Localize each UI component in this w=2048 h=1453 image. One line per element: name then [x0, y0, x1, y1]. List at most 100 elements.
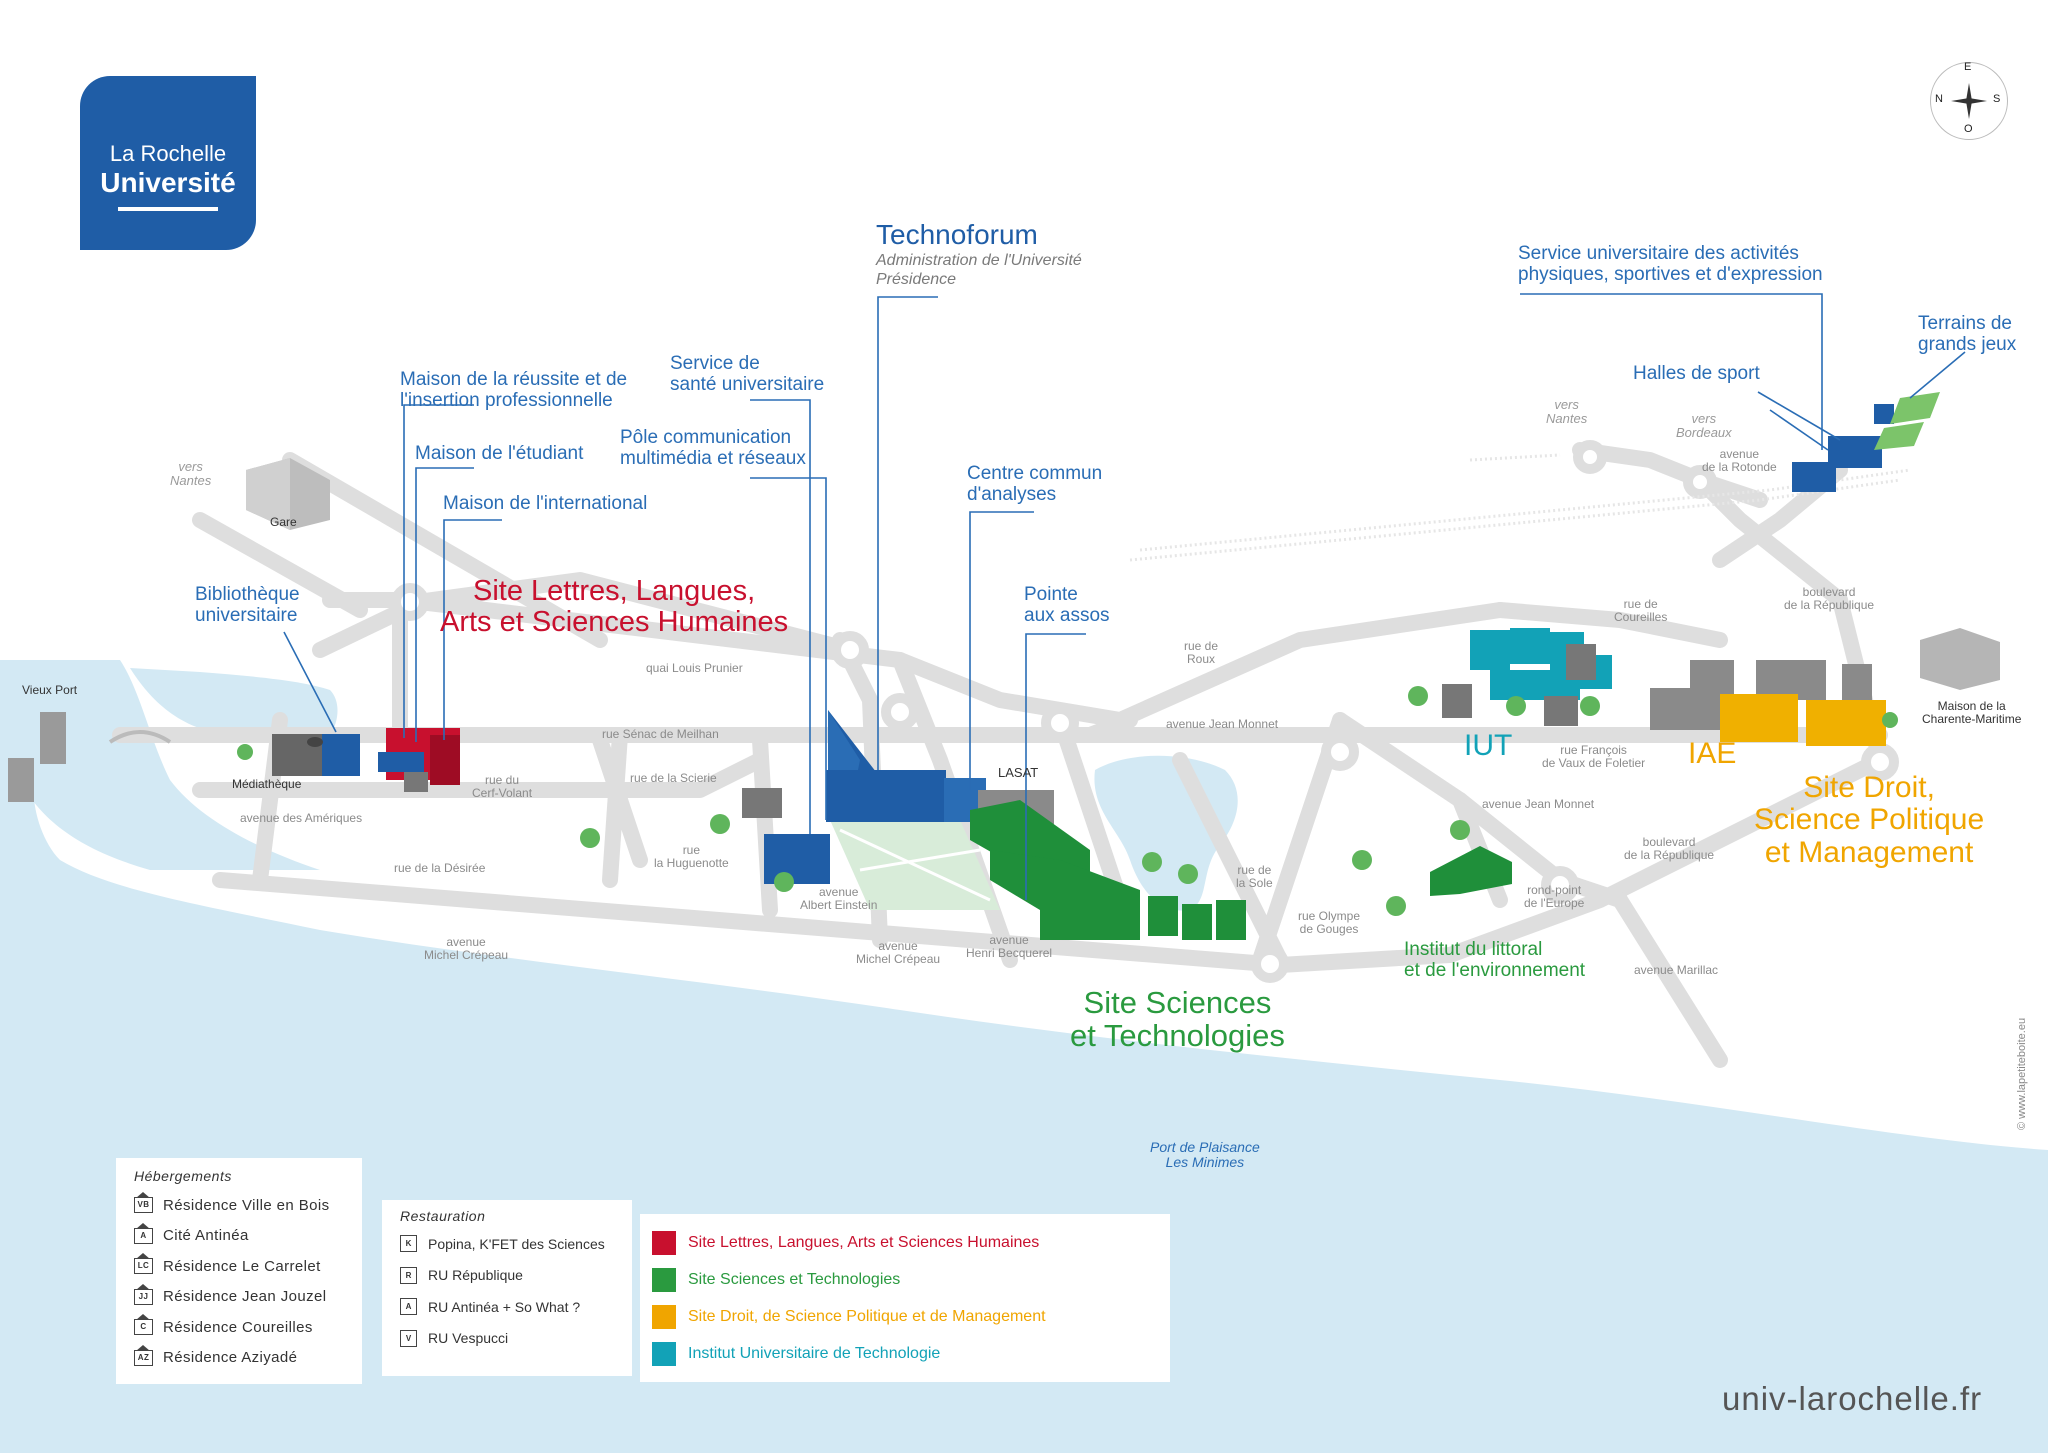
credit-text: © www.lapetiteboite.eu — [2016, 1017, 2028, 1130]
street-coureilles: rue de Coureilles — [1614, 597, 1668, 624]
label-lasat: LASAT — [998, 765, 1039, 780]
label-bibliotheque[interactable]: Bibliothèque universitaire — [195, 584, 300, 626]
website-url[interactable]: univ-larochelle.fr — [1722, 1380, 1983, 1417]
compass-south: S — [1993, 93, 2001, 105]
street-europe: rond-point de l'Europe — [1524, 883, 1585, 910]
legend-swatch — [652, 1341, 676, 1366]
fork-knife-icon: V — [400, 1329, 417, 1347]
compass-west: O — [1964, 123, 1973, 135]
label-pointe-assos[interactable]: Pointe aux assos — [1024, 584, 1110, 626]
label-charente: Maison de la Charente-Maritime — [1922, 699, 2022, 726]
legend-item-droit[interactable]: Site Droit, de Science Politique et de M… — [652, 1298, 1170, 1335]
legend-label: Institut Universitaire de Technologie — [688, 1344, 941, 1362]
restauration-item[interactable]: A RU Antinéa + So What ? — [400, 1291, 632, 1323]
legend-swatch — [652, 1267, 676, 1292]
street-crepeau-1: avenue Michel Crépeau — [424, 935, 509, 962]
hebergement-label: Résidence Coureilles — [163, 1318, 313, 1336]
park-paths — [839, 828, 991, 902]
vieux-port-towers — [8, 712, 172, 802]
legend-swatch — [652, 1230, 676, 1255]
label-centre-analyses[interactable]: Centre commun d'analyses — [967, 463, 1103, 505]
legend-item-iut[interactable]: Institut Universitaire de Technologie — [652, 1335, 1170, 1372]
street-republique-2: boulevard de la République — [1784, 585, 1875, 612]
direction-bordeaux: vers Bordeaux — [1676, 411, 1732, 441]
label-terrains[interactable]: Terrains de grands jeux — [1918, 313, 2017, 355]
label-maison-reussite[interactable]: Maison de la réussite et de l'insertion … — [400, 369, 628, 411]
gare-building — [246, 458, 330, 530]
label-institut-littoral[interactable]: Institut du littoral et de l'environneme… — [1404, 939, 1586, 981]
hebergement-item[interactable]: VB Résidence Ville en Bois — [134, 1190, 362, 1221]
label-maison-etudiant[interactable]: Maison de l'étudiant — [415, 443, 584, 464]
site-droit-title[interactable]: Site Droit, Science Politique et Managem… — [1754, 771, 1984, 869]
street-huguenotte: rue la Huguenotte — [654, 843, 729, 870]
harbour-water — [0, 660, 320, 870]
legend-swatch — [652, 1304, 676, 1329]
fork-knife-icon: A — [400, 1298, 417, 1316]
hebergement-item[interactable]: C Résidence Coureilles — [134, 1312, 362, 1343]
label-vieux-port: Vieux Port — [22, 683, 78, 697]
logo-line-1: La Rochelle — [109, 141, 227, 166]
sport-fields — [1874, 392, 1940, 450]
antinea-building — [1442, 684, 1472, 718]
logo-line-2: Université — [100, 167, 236, 198]
iut-title[interactable]: IUT — [1464, 729, 1513, 762]
street-marillac: avenue Marillac — [1634, 963, 1719, 977]
legend-label: Site Lettres, Langues, Arts et Sciences … — [688, 1233, 1040, 1251]
hebergement-label: Résidence Ville en Bois — [163, 1196, 330, 1214]
hebergement-label: Résidence Le Carrelet — [163, 1257, 321, 1275]
hebergement-label: Cité Antinéa — [163, 1227, 249, 1245]
label-suapse[interactable]: Service universitaire des activités phys… — [1518, 243, 1823, 285]
site-lettres-title[interactable]: Site Lettres, Langues, Arts et Sciences … — [440, 575, 788, 639]
university-logo[interactable]: La Rochelle Université — [80, 76, 256, 250]
legend-label: Site Sciences et Technologies — [688, 1270, 901, 1288]
restauration-item[interactable]: R RU République — [400, 1260, 632, 1292]
street-roux: rue de Roux — [1184, 639, 1219, 666]
label-halles-sport[interactable]: Halles de sport — [1633, 363, 1760, 384]
technoforum-sub2: Présidence — [876, 271, 957, 288]
house-icon: JJ — [134, 1283, 153, 1305]
house-icon: LC — [134, 1253, 153, 1275]
site-sciences-title[interactable]: Site Sciences et Technologies — [1070, 986, 1285, 1053]
vieux-port-water — [130, 668, 338, 735]
fork-knife-icon: R — [400, 1266, 417, 1284]
iae-title[interactable]: IAE — [1688, 737, 1737, 770]
charente-building — [1920, 628, 2000, 690]
label-service-sante[interactable]: Service de santé universitaire — [670, 353, 825, 395]
street-republique-1: boulevard de la République — [1624, 835, 1715, 862]
compass-rose-icon — [1951, 83, 1987, 119]
restauration-item[interactable]: K Popina, K'FET des Sciences — [400, 1228, 632, 1260]
logo-underline — [118, 207, 218, 211]
street-cerf-volant: rue du Cerf-Volant — [472, 773, 533, 800]
street-foletier: rue François de Vaux de Foletier — [1542, 743, 1646, 770]
technoforum-building — [764, 710, 986, 884]
hebergement-item[interactable]: LC Résidence Le Carrelet — [134, 1251, 362, 1282]
house-icon: VB — [134, 1192, 153, 1214]
hebergement-label: Résidence Aziyadé — [163, 1349, 298, 1367]
restauration-title: Restauration — [400, 1208, 486, 1224]
sport-buildings — [1792, 404, 1894, 492]
roundabouts — [391, 440, 1899, 983]
legend-item-sciences[interactable]: Site Sciences et Technologies — [652, 1261, 1170, 1298]
label-pole-communication[interactable]: Pôle communication multimédia et réseaux — [620, 427, 806, 469]
sites-legend: Site Lettres, Langues, Arts et Sciences … — [640, 1214, 1170, 1382]
trees — [237, 686, 1898, 916]
house-icon: C — [134, 1314, 153, 1336]
restauration-label: RU Antinéa + So What ? — [428, 1298, 581, 1315]
label-maison-international[interactable]: Maison de l'international — [443, 493, 648, 514]
legend-item-lettres[interactable]: Site Lettres, Langues, Arts et Sciences … — [652, 1224, 1170, 1261]
restauration-label: RU République — [428, 1267, 523, 1284]
label-gare: Gare — [270, 515, 297, 529]
street-einstein: avenue Albert Einstein — [800, 885, 878, 912]
littoral-building — [1430, 846, 1512, 896]
street-ameriques: avenue des Amériques — [240, 811, 363, 825]
technoforum-title[interactable]: Technoforum — [876, 219, 1038, 250]
fork-knife-icon: K — [400, 1235, 417, 1253]
leader-lines — [283, 293, 1966, 900]
restauration-label: Popina, K'FET des Sciences — [428, 1235, 605, 1252]
street-sole: rue de la Sole — [1236, 863, 1273, 890]
label-mediatheque: Médiathèque — [232, 777, 302, 791]
